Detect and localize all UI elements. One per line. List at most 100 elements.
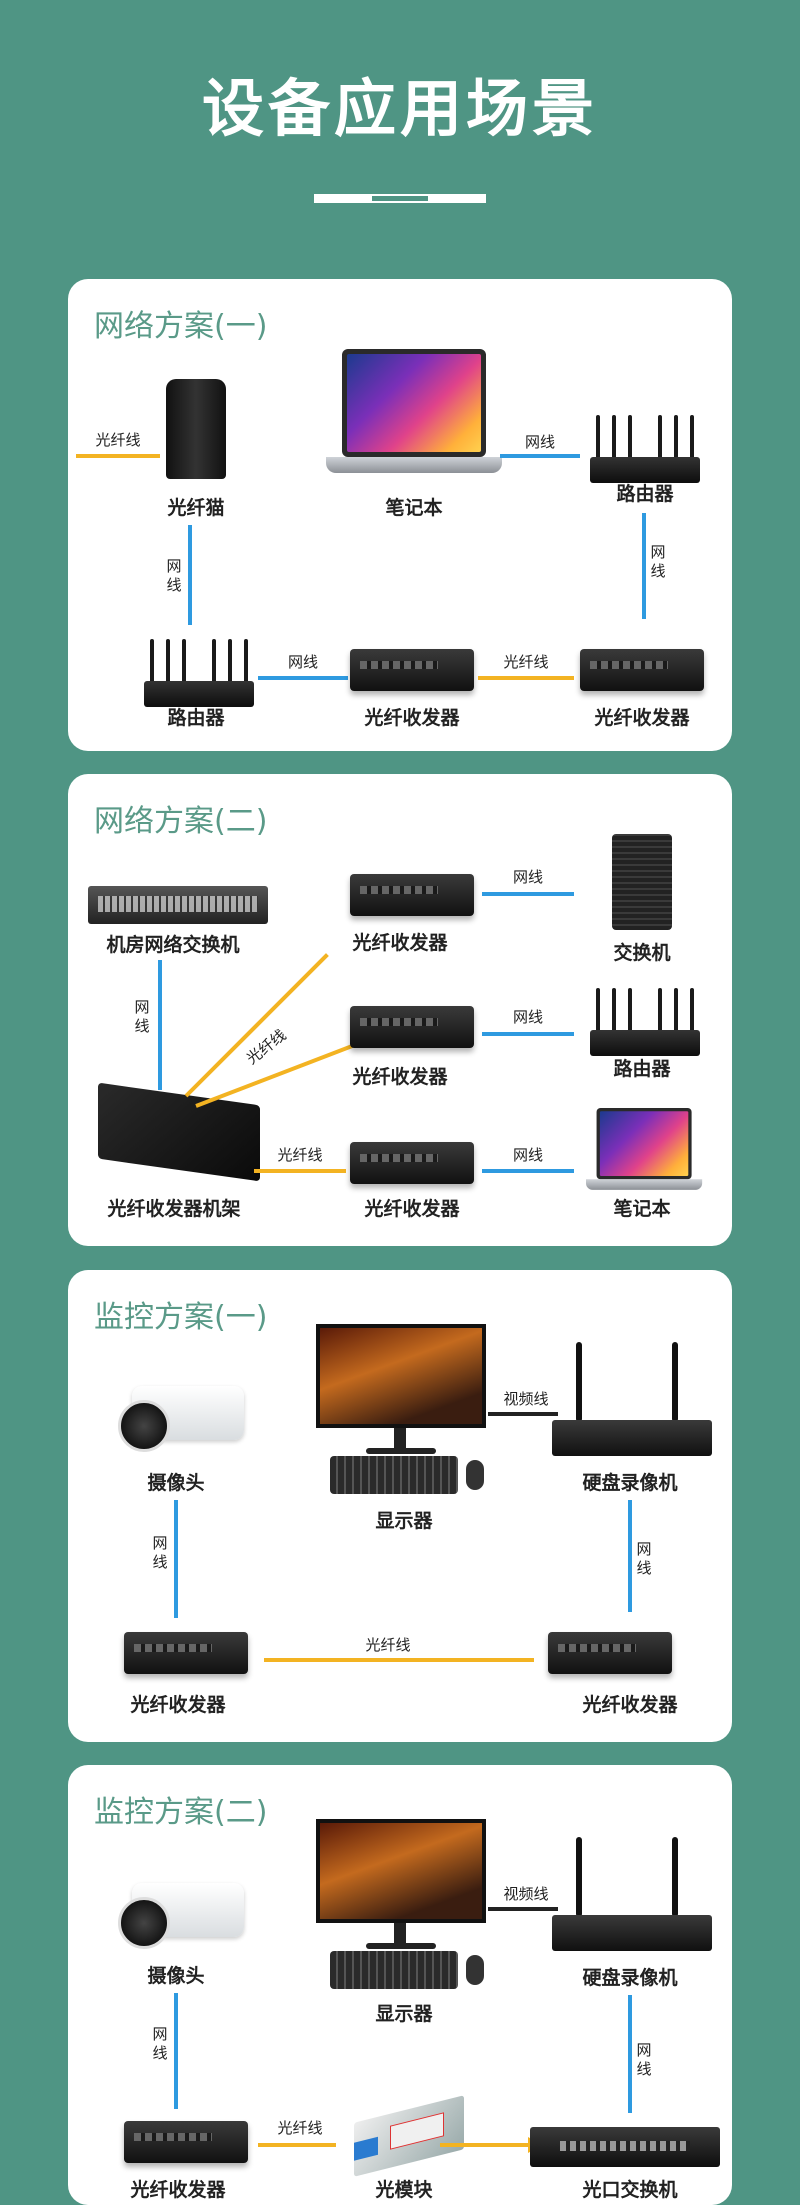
fiber-transceiver-icon	[580, 649, 704, 691]
fiber-transceiver-icon	[350, 1006, 474, 1048]
page-title: 设备应用场景	[201, 72, 598, 145]
net-label-right: 网线	[650, 543, 666, 580]
dvr-icon	[552, 1833, 712, 1951]
card-title: 网络方案(一)	[94, 309, 268, 344]
fiber-switch-label: 光口交换机	[582, 2179, 678, 2201]
fiber-transceiver-icon	[350, 649, 474, 691]
router-icon	[144, 637, 254, 707]
fiber-label-bottom: 光纤线	[503, 653, 549, 671]
dvr-label: 硬盘录像机	[582, 1472, 678, 1494]
fiber-transceiver-icon	[548, 1632, 672, 1674]
router-icon	[590, 986, 700, 1056]
fiber-modem-label: 光纤猫	[167, 497, 225, 519]
laptop-label: 笔记本	[385, 497, 443, 519]
monitor-label: 显示器	[375, 2003, 433, 2025]
net-label-left: 网线	[134, 998, 150, 1035]
fiber-transceiver-icon	[350, 1142, 474, 1184]
video-line	[488, 1412, 558, 1416]
router-icon	[590, 413, 700, 483]
net-line-2	[482, 1032, 574, 1036]
transceiver-left-label: 光纤收发器	[130, 1694, 226, 1716]
dvr-label: 硬盘录像机	[582, 1967, 678, 1989]
fiber-label: 光纤线	[277, 2119, 323, 2137]
network-scheme-2-card: 网络方案(二) 机房网络交换机 网线 光纤收发器机架 光纤线 光纤线 光纤收发器…	[68, 774, 732, 1246]
fiber-line	[258, 2143, 336, 2147]
fiber-line-h	[254, 1169, 346, 1173]
net-line-bottom	[258, 676, 348, 680]
net-label-right: 网线	[636, 2041, 652, 2078]
keyboard-icon	[330, 1456, 458, 1494]
net-label-right: 网线	[636, 1540, 652, 1577]
laptop-icon	[326, 349, 502, 479]
video-label: 视频线	[503, 1885, 549, 1903]
router-top-label: 路由器	[616, 483, 674, 505]
rack-label: 光纤收发器机架	[107, 1198, 241, 1220]
fiber-line-bottom	[478, 676, 574, 680]
net-line-1	[482, 892, 574, 896]
fiber-line	[264, 1658, 534, 1662]
sfp-module-icon	[354, 2095, 464, 2177]
sfp-label: 光模块	[375, 2179, 433, 2201]
fiber-line-arrow	[440, 2143, 530, 2147]
net-line-left	[174, 1993, 178, 2109]
camera-icon	[118, 1380, 246, 1452]
net-label-1: 网线	[512, 868, 544, 886]
net-line-left	[158, 960, 162, 1090]
net-label-3: 网线	[512, 1146, 544, 1164]
net-label-top: 网线	[524, 433, 556, 451]
fiber-transceiver-icon	[124, 2121, 248, 2163]
mouse-icon	[466, 1460, 484, 1490]
fiber-diag-line-2	[195, 1043, 354, 1108]
transceiver-label: 光纤收发器	[130, 2179, 226, 2201]
fiber-diag-line-1	[184, 953, 329, 1098]
monitoring-scheme-1-card: 监控方案(一) 摄像头 显示器 视频线 硬盘录像机 网线 网线 光纤收发器 光纤…	[68, 1270, 732, 1742]
router-bottom-label: 路由器	[167, 707, 225, 729]
transceiver-rack-icon	[98, 1082, 260, 1182]
net-line-left	[188, 525, 192, 625]
fiber-in-label: 光纤线	[95, 431, 141, 449]
router-label: 路由器	[613, 1058, 671, 1080]
transceiver-right-label: 光纤收发器	[594, 707, 690, 729]
camera-label: 摄像头	[147, 1965, 205, 1987]
monitor-icon	[316, 1819, 486, 1969]
card-title: 监控方案(一)	[94, 1300, 268, 1335]
fiber-switch-icon	[530, 2127, 720, 2167]
net-line-right	[642, 513, 646, 619]
keyboard-icon	[330, 1951, 458, 1989]
card-title: 监控方案(二)	[94, 1795, 268, 1830]
camera-icon	[118, 1877, 246, 1949]
core-switch-icon	[88, 886, 268, 924]
title-underline	[314, 194, 486, 203]
net-label-left: 网线	[152, 2025, 168, 2062]
fiber-in-line	[76, 454, 160, 458]
monitor-label: 显示器	[375, 1510, 433, 1532]
mouse-icon	[466, 1955, 484, 1985]
transceiver-2-label: 光纤收发器	[352, 1066, 448, 1088]
net-line-right	[628, 1995, 632, 2113]
net-line-3	[482, 1169, 574, 1173]
fiber-label-h: 光纤线	[277, 1146, 323, 1164]
video-line	[488, 1907, 558, 1911]
card-title: 网络方案(二)	[94, 804, 268, 839]
core-switch-label: 机房网络交换机	[106, 934, 240, 956]
net-line-top	[500, 454, 580, 458]
laptop-label: 笔记本	[613, 1198, 671, 1220]
net-label-2: 网线	[512, 1008, 544, 1026]
video-label: 视频线	[503, 1390, 549, 1408]
laptop-icon	[586, 1108, 703, 1194]
net-label-bottom: 网线	[287, 653, 319, 671]
net-label-left: 网线	[166, 557, 182, 594]
monitor-icon	[316, 1324, 486, 1474]
net-label-left: 网线	[152, 1534, 168, 1571]
transceiver-3-label: 光纤收发器	[364, 1198, 460, 1220]
fiber-transceiver-icon	[124, 1632, 248, 1674]
switch-icon	[612, 834, 672, 930]
transceiver-mid-label: 光纤收发器	[364, 707, 460, 729]
monitoring-scheme-2-card: 监控方案(二) 摄像头 显示器 视频线 硬盘录像机 网线 网线 光纤收发器 光纤…	[68, 1765, 732, 2205]
dvr-icon	[552, 1338, 712, 1456]
net-line-right	[628, 1500, 632, 1612]
fiber-modem-icon	[166, 379, 226, 479]
transceiver-right-label: 光纤收发器	[582, 1694, 678, 1716]
fiber-label: 光纤线	[365, 1636, 411, 1654]
switch-label: 交换机	[613, 942, 671, 964]
